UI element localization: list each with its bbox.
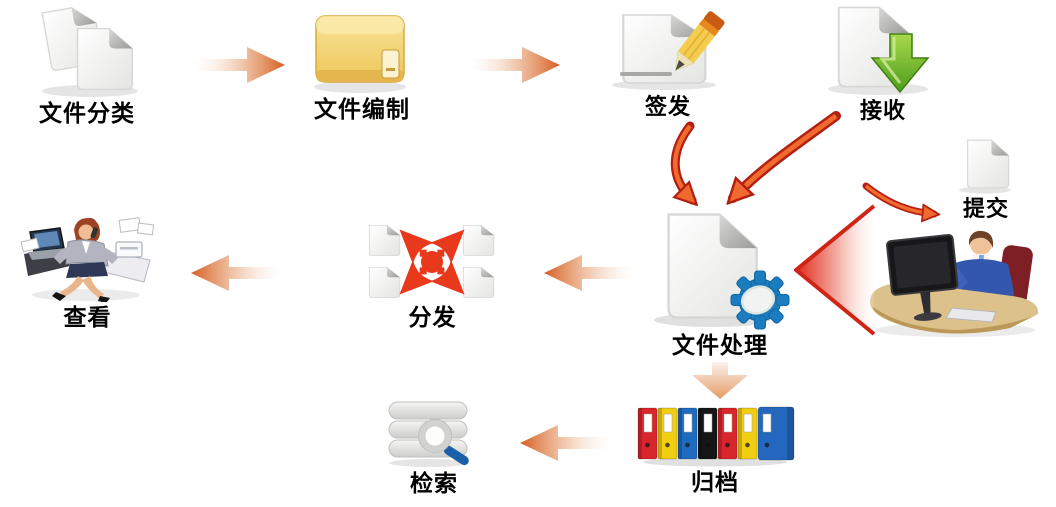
node-label-issue: 签发 — [644, 95, 691, 120]
node-archive: 归档 — [630, 405, 800, 496]
document-icon — [959, 139, 1011, 194]
node-label-classify: 文件分类 — [39, 101, 135, 127]
arrow-compile-to-issue — [465, 47, 560, 83]
curved-arrow-to-submit — [862, 182, 938, 218]
node-label-submit: 提交 — [962, 197, 1009, 222]
documents-stack-icon — [41, 6, 138, 97]
arrow-process-to-archive — [692, 362, 748, 399]
arrow-distribute-to-view — [191, 255, 286, 291]
keyboard-icon — [945, 307, 997, 323]
folder-icon — [314, 15, 406, 93]
businesswoman-icon — [52, 218, 118, 302]
node-label-view: 查看 — [63, 305, 112, 331]
document-download-icon — [828, 6, 930, 95]
node-search: 检索 — [383, 400, 485, 497]
arrow-archive-to-search — [520, 425, 615, 461]
node-label-archive: 归档 — [691, 470, 739, 496]
distribute-documents-icon — [368, 224, 495, 299]
node-process: 文件处理 — [645, 208, 795, 359]
node-distribute: 分发 — [355, 222, 510, 331]
node-label-compile: 文件编制 — [314, 97, 410, 123]
gear-icon — [730, 270, 790, 330]
node-receive: 接收 — [818, 4, 948, 124]
magnifier-icon — [418, 419, 469, 466]
node-label-distribute: 分发 — [408, 305, 457, 331]
node-compile: 文件编制 — [302, 8, 422, 123]
node-view: 查看 — [20, 214, 155, 331]
arrow-classify-to-compile — [190, 47, 285, 83]
database-search-icon — [388, 401, 469, 467]
monitor-icon — [886, 234, 959, 321]
busy-office-worker-icon — [20, 217, 155, 302]
node-classify: 文件分类 — [26, 6, 148, 127]
node-label-receive: 接收 — [859, 99, 906, 124]
distribution-hub-icon — [399, 229, 465, 295]
document-gear-icon — [654, 213, 790, 330]
binders-row-icon — [637, 406, 795, 467]
node-submit: 提交 — [940, 138, 1032, 222]
node-label-process: 文件处理 — [672, 333, 768, 359]
curved-arrow-receive-to-process — [728, 111, 841, 203]
arrow-process-to-distribute — [544, 255, 639, 291]
office-user-at-computer-icon — [869, 230, 1039, 337]
curved-arrow-issue-to-process — [670, 121, 697, 205]
node-label-search: 检索 — [410, 471, 458, 497]
document-pencil-icon — [612, 11, 725, 90]
node-issue: 签发 — [598, 10, 738, 120]
